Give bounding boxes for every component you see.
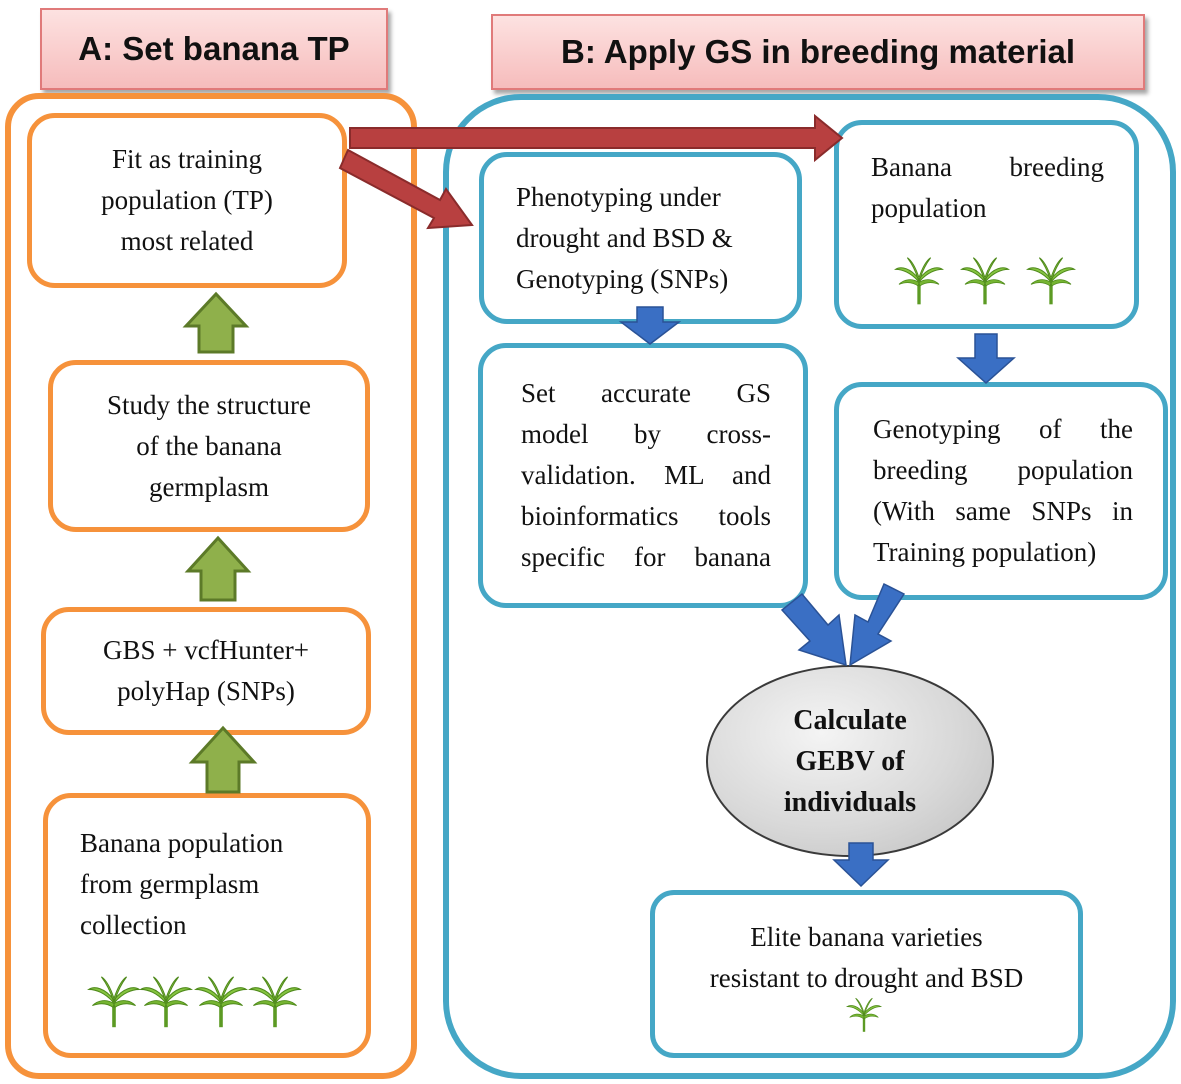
banana-plant-icon (1028, 258, 1075, 305)
green-up-arrow (184, 535, 252, 602)
text-line: collection (80, 910, 187, 940)
banana-plant-icon (846, 996, 882, 1034)
text-line: population (TP) (101, 185, 273, 215)
header-b-label: B: Apply GS in breeding material (560, 33, 1076, 70)
text-line: population (871, 193, 987, 223)
text-line: specific for banana (521, 542, 771, 572)
box-elite-varieties: Elite banana varieties resistant to drou… (650, 890, 1083, 1058)
text-line: individuals (783, 786, 917, 818)
text-line: Study the structure (107, 389, 311, 420)
text-line: Banana population (80, 828, 284, 858)
banana-plant-icon (193, 975, 249, 1029)
text-line: validation. ML and (521, 460, 771, 490)
text-line: polyHap (SNPs) (117, 676, 295, 706)
text-line: of the banana (136, 430, 282, 461)
text-line: model by cross- (521, 419, 771, 449)
box-phenotyping: Phenotyping under drought and BSD & Geno… (479, 152, 802, 324)
text-line: (With same SNPs in (873, 496, 1133, 526)
red-arrow-to-breeding-population (349, 113, 844, 163)
text-line: bioinformatics tools (521, 501, 771, 531)
text-line: Banana breeding (871, 152, 1104, 182)
box-banana-population: Banana population from germplasm collect… (43, 793, 371, 1058)
text-line: GBS + vcfHunter+ (103, 635, 309, 665)
text-line: Set accurate GS (521, 378, 771, 408)
text-line: Calculate (793, 704, 907, 736)
text-line: drought and BSD & (516, 222, 733, 253)
green-up-arrow (182, 291, 250, 354)
text-line: germplasm (149, 471, 269, 502)
text-line: resistant to drought and BSD (709, 963, 1024, 993)
box-gs-model: Set accurate GS model by cross- validati… (478, 343, 808, 608)
box-genotyping-breeding: Genotyping of the breeding population (W… (834, 382, 1168, 600)
blue-down-arrow (956, 333, 1016, 385)
blue-down-arrow (618, 306, 682, 345)
banana-plant-icon (962, 258, 1009, 305)
red-arrow-to-phenotyping (338, 148, 474, 230)
box-study-structure: Study the structure of the banana germpl… (48, 360, 370, 532)
text-line: Training population) (873, 537, 1097, 567)
text-line: Genotyping of the (873, 414, 1133, 444)
blue-diagonal-arrow (849, 582, 906, 667)
box-fit-training-population: Fit as training population (TP) most rel… (27, 113, 347, 288)
panel-b (443, 94, 1176, 1079)
banana-plant-icon (86, 975, 142, 1029)
header-apply-gs: B: Apply GS in breeding material (491, 14, 1145, 90)
header-set-banana-tp: A: Set banana TP (40, 8, 388, 90)
text-line: Genotyping (SNPs) (516, 263, 729, 294)
green-up-arrow (188, 725, 258, 794)
header-a-label: A: Set banana TP (78, 30, 350, 67)
blue-down-arrow (832, 842, 890, 888)
blue-diagonal-arrow (780, 592, 847, 667)
ellipse-calculate-gebv: Calculate GEBV of individuals (706, 665, 994, 857)
text-line: Fit as training (112, 144, 262, 174)
banana-plant-icon (896, 258, 943, 305)
text-line: Elite banana varieties (750, 922, 983, 952)
text-line: from germplasm (80, 869, 260, 899)
box-gbs-snps: GBS + vcfHunter+ polyHap (SNPs) (41, 607, 371, 735)
text-line: breeding population (873, 455, 1133, 485)
panel-a (5, 93, 417, 1079)
text-line: GEBV of (795, 745, 905, 777)
banana-plant-icon (138, 975, 194, 1029)
banana-plant-icon (247, 975, 303, 1029)
text-line: Phenotyping under (516, 181, 721, 212)
text-line: most related (120, 226, 254, 256)
